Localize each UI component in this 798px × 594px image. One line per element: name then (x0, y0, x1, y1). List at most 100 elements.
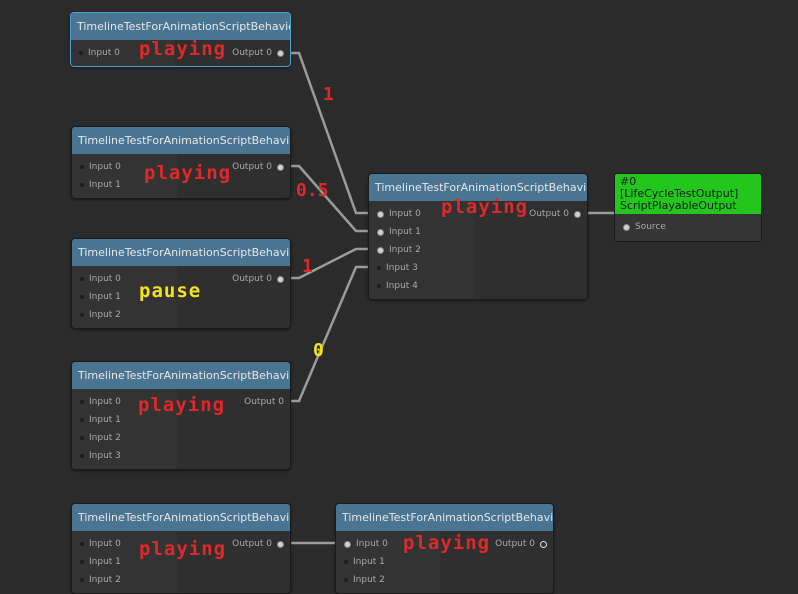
node-body: Input 0 Input 1 Input 2 Output 0 (72, 266, 290, 328)
source-port[interactable]: Source (615, 218, 761, 236)
input-port[interactable]: Input 1 (72, 288, 177, 306)
node-body: Input 0 Input 1 Input 2 Input 3 Output 0 (72, 389, 290, 469)
port-dot-icon (80, 183, 84, 187)
input-port-label: Input 2 (353, 575, 385, 585)
port-connected-icon (344, 540, 351, 548)
output-node-title[interactable]: #0 [LifeCycleTestOutput]ScriptPlayableOu… (615, 174, 761, 214)
play-state-label: playing (144, 162, 232, 184)
input-port-label: Input 0 (356, 539, 388, 549)
input-port[interactable]: Input 1 (72, 176, 177, 194)
input-port[interactable]: Input 1 (72, 411, 177, 429)
output-port[interactable]: Output 0 (175, 44, 290, 62)
node-title[interactable]: TimelineTestForAnimationScriptBehavior (369, 174, 587, 201)
input-port-label: Input 4 (386, 281, 418, 291)
input-ports: Input 0 (71, 40, 175, 66)
input-port[interactable]: Input 3 (369, 259, 474, 277)
port-dot-icon (80, 560, 84, 564)
input-ports: Input 0 Input 1 Input 2 (72, 531, 177, 593)
input-port-label: Input 1 (353, 557, 385, 567)
input-port-label: Input 1 (89, 415, 121, 425)
input-port[interactable]: Input 0 (72, 393, 177, 411)
play-state-label: playing (138, 394, 226, 416)
output-node-body: Source (615, 214, 761, 241)
input-port[interactable]: Input 0 (71, 44, 175, 62)
output-ports: Output 0 (177, 154, 290, 198)
input-port-label: Input 2 (89, 433, 121, 443)
port-dot-icon (80, 277, 84, 281)
input-port[interactable]: Input 0 (336, 535, 440, 553)
play-state-label: playing (139, 538, 227, 560)
input-port[interactable]: Input 0 (72, 270, 177, 288)
output-ports: Output 0 (177, 266, 290, 328)
output-port-icon (277, 540, 284, 548)
port-connected-icon (623, 223, 630, 231)
output-port-icon (540, 540, 547, 548)
output-port[interactable]: Output 0 (440, 535, 553, 553)
node-title[interactable]: TimelineTestForAnimationScriptBehavior (72, 362, 290, 389)
input-port-label: Input 1 (89, 292, 121, 302)
input-port[interactable]: Input 4 (369, 277, 474, 295)
input-port[interactable]: Input 1 (72, 553, 177, 571)
node-title[interactable]: TimelineTestForAnimationScriptBehavior (72, 239, 290, 266)
weight-label: 0.5 (296, 180, 329, 201)
port-connected-icon (377, 210, 384, 218)
input-port-label: Input 0 (89, 397, 121, 407)
input-port[interactable]: Input 0 (72, 158, 177, 176)
output-port[interactable]: Output 0 (177, 158, 290, 176)
output-port-label: Output 0 (232, 539, 272, 549)
port-dot-icon (80, 578, 84, 582)
output-port[interactable]: Output 0 (474, 205, 587, 223)
output-port[interactable]: Output 0 (177, 270, 290, 288)
play-state-label: playing (139, 38, 227, 60)
port-dot-icon (79, 51, 83, 55)
input-port[interactable]: Input 2 (72, 571, 177, 589)
node-title[interactable]: TimelineTestForAnimationScriptBehavior (336, 504, 553, 531)
port-dot-icon (80, 418, 84, 422)
port-dot-icon (377, 284, 381, 288)
input-port[interactable]: Input 0 (72, 535, 177, 553)
input-port-label: Input 0 (389, 209, 421, 219)
port-dot-icon (377, 266, 381, 270)
input-port[interactable]: Input 3 (72, 447, 177, 465)
input-port[interactable]: Input 2 (72, 429, 177, 447)
input-port[interactable]: Input 2 (369, 241, 474, 259)
port-dot-icon (80, 542, 84, 546)
output-ports: Output 0 (474, 201, 587, 299)
input-port[interactable]: Input 1 (369, 223, 474, 241)
output-port-label: Output 0 (232, 274, 272, 284)
input-port-label: Input 1 (89, 557, 121, 567)
node-title[interactable]: TimelineTestForAnimationScriptBehavior (72, 127, 290, 154)
port-dot-icon (80, 165, 84, 169)
input-port[interactable]: Input 0 (369, 205, 474, 223)
input-port[interactable]: Input 2 (72, 306, 177, 324)
port-dot-icon (80, 400, 84, 404)
playable-output-node[interactable]: #0 [LifeCycleTestOutput]ScriptPlayableOu… (614, 173, 762, 242)
node-title[interactable]: TimelineTestForAnimationScriptBehavior (71, 13, 290, 40)
input-port[interactable]: Input 1 (336, 553, 440, 571)
connection-wire (283, 247, 372, 280)
port-dot-icon (80, 436, 84, 440)
play-state-label: playing (441, 196, 529, 218)
node-body: Input 0 Input 1 Input 2 Output 0 (72, 531, 290, 593)
output-ports: Output 0 (177, 531, 290, 593)
input-ports: Input 0 Input 1 Input 2 (72, 266, 177, 328)
node-title[interactable]: TimelineTestForAnimationScriptBehavior (72, 504, 290, 531)
output-port[interactable]: Output 0 (177, 535, 290, 553)
input-port-label: Input 0 (89, 274, 121, 284)
input-ports: Input 0 Input 1 Input 2 (336, 531, 440, 593)
output-node-name: #0 [LifeCycleTestOutput] (620, 175, 739, 200)
input-port[interactable]: Input 2 (336, 571, 440, 589)
output-port[interactable]: Output 0 (177, 393, 290, 411)
input-port-label: Input 0 (89, 539, 121, 549)
input-port-label: Input 1 (389, 227, 421, 237)
